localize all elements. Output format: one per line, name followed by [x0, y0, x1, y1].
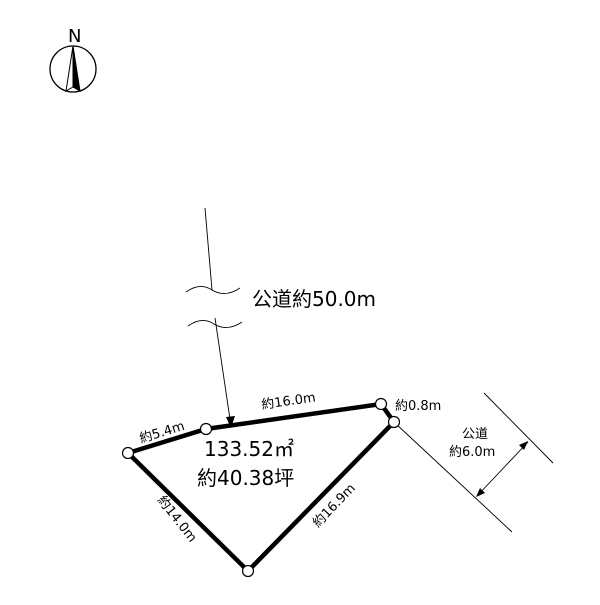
lot-area-tsubo: 約40.38坪 — [197, 466, 294, 490]
edge-label-top: 約16.0m — [260, 391, 316, 413]
corner-marker — [241, 564, 255, 578]
corner-marker — [374, 397, 388, 411]
corner-marker — [387, 415, 401, 429]
east-road-label-2: 約6.0m — [449, 445, 495, 460]
compass-label: N — [68, 26, 81, 47]
east-road-label-1: 公道 — [462, 427, 488, 442]
edge-label-corner: 約0.8m — [395, 399, 441, 414]
lot-area-sqm: 133.52㎡ — [204, 437, 294, 461]
lot-boundary — [121, 397, 401, 578]
north-road-label: 公道約50.0m — [252, 287, 376, 311]
north-arrow-icon: N — [49, 26, 97, 93]
north-road-leader: 公道約50.0m — [185, 207, 376, 428]
corner-marker — [121, 446, 135, 460]
edge-label-bottom-right: 約16.9m — [310, 481, 359, 531]
corner-marker — [199, 422, 213, 436]
east-road: 公道 約6.0m — [394, 392, 554, 533]
